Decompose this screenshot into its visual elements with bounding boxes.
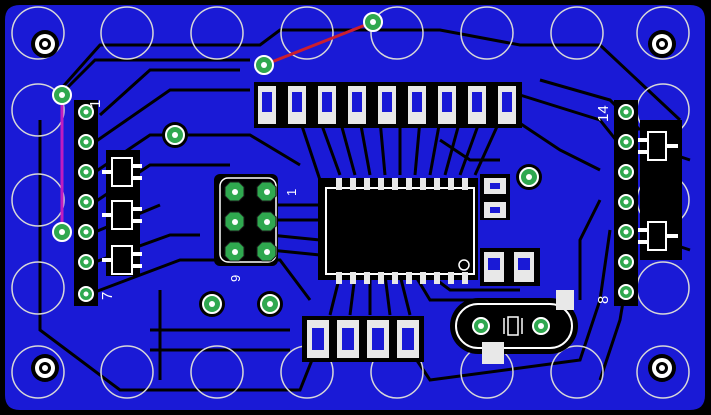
smd-capacitor-vertical — [480, 174, 510, 220]
mounting-hole-bottom-right — [648, 354, 676, 382]
mounting-hole-top-right — [648, 30, 676, 58]
top-layer-trace — [254, 12, 383, 75]
ic-pin1-marker — [458, 259, 470, 271]
via — [516, 164, 542, 190]
pin1-left-label: 1 — [87, 100, 104, 108]
mounting-hole-bottom-left — [31, 354, 59, 382]
right-pin-header — [614, 100, 638, 306]
crystal-footprint — [450, 290, 578, 364]
via — [199, 291, 225, 317]
via — [470, 315, 492, 337]
left-pin-header — [74, 100, 98, 306]
jumper-wire — [52, 85, 72, 242]
via — [162, 122, 188, 148]
via — [257, 291, 283, 317]
via — [530, 315, 552, 337]
pin14-right-label: 14 — [595, 105, 612, 122]
vias — [162, 122, 552, 337]
header-pin9-label: 9 — [228, 275, 243, 282]
right-smd-components — [638, 120, 682, 260]
pin7-left-label: 7 — [99, 292, 116, 300]
pin8-right-label: 8 — [595, 296, 612, 304]
icsp-header — [214, 174, 278, 266]
smd-component-pair — [480, 248, 540, 286]
mounting-holes — [31, 30, 676, 382]
mounting-hole-top-left — [31, 30, 59, 58]
left-smd-components — [102, 150, 142, 276]
smd-pad-row-top — [254, 82, 522, 128]
outline-circles — [11, 6, 690, 399]
soic-ic-footprint — [318, 178, 478, 284]
ic-body-outline — [325, 187, 475, 275]
header-pin1-label: 1 — [284, 189, 299, 196]
smd-pad-row-bottom — [302, 316, 424, 362]
